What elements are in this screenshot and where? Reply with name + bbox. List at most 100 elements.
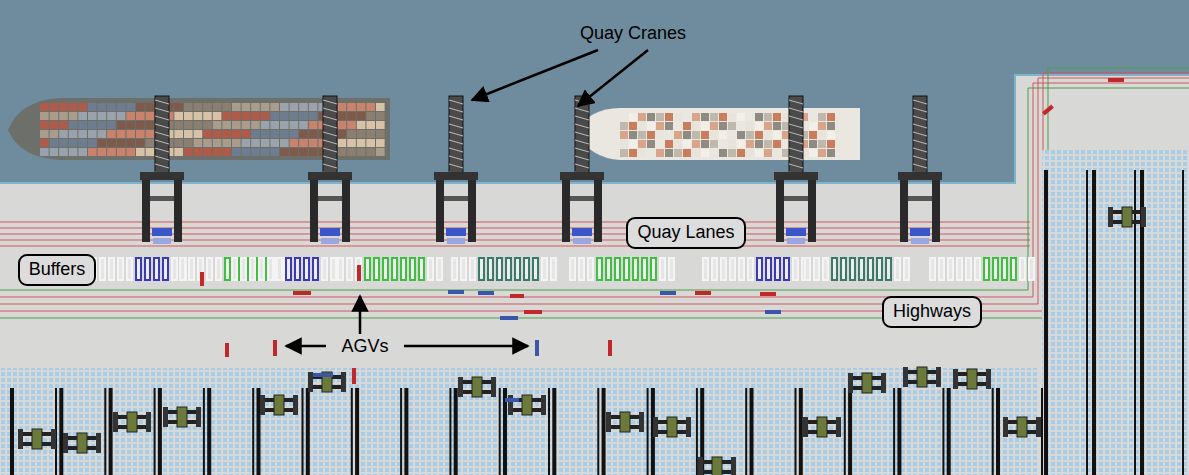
illustration-part xyxy=(251,103,260,111)
illustration-part xyxy=(913,132,927,136)
illustration-part xyxy=(331,258,336,280)
illustration-part xyxy=(784,258,789,280)
illustration-part xyxy=(309,148,318,156)
illustration-part xyxy=(1092,170,1096,475)
illustration-part xyxy=(730,258,735,280)
illustration-part xyxy=(898,172,942,180)
illustration-part xyxy=(347,130,356,138)
illustration-part xyxy=(895,258,900,280)
illustration-part xyxy=(686,417,691,437)
illustration-part xyxy=(629,113,637,121)
illustration-part xyxy=(299,148,308,156)
illustration-part xyxy=(710,113,718,121)
illustration-part xyxy=(449,148,463,152)
illustration-part xyxy=(347,103,356,111)
illustration-part xyxy=(146,148,155,156)
illustration-part xyxy=(669,258,674,280)
illustration-part xyxy=(200,265,781,402)
illustration-part xyxy=(184,130,193,138)
illustration-part xyxy=(50,139,59,147)
illustration-part xyxy=(575,148,589,152)
illustration-part xyxy=(746,122,754,130)
illustration-part xyxy=(261,130,270,138)
illustration-part xyxy=(241,258,246,280)
illustration-part xyxy=(321,238,339,244)
illustration-part xyxy=(773,131,781,139)
illustration-part xyxy=(252,388,254,475)
illustration-part xyxy=(376,130,385,138)
illustration-part xyxy=(69,148,78,156)
illustration-part xyxy=(225,258,230,280)
illustration-part xyxy=(146,139,155,147)
illustration-part xyxy=(827,113,835,121)
illustration-part xyxy=(449,140,463,144)
illustration-part xyxy=(184,139,193,147)
illustration-part xyxy=(461,258,466,280)
illustration-part xyxy=(59,112,68,120)
callout-text: Quay Lanes xyxy=(637,222,734,244)
illustration-part xyxy=(313,258,318,280)
illustration-part xyxy=(1042,105,1054,116)
illustration-part xyxy=(701,122,709,130)
illustration-part xyxy=(309,112,318,120)
illustration-part xyxy=(174,130,183,138)
illustration-part xyxy=(184,148,193,156)
illustration-part xyxy=(728,140,736,148)
illustration-part xyxy=(789,100,803,104)
illustration-part xyxy=(196,407,201,427)
illustration-part xyxy=(323,140,337,144)
illustration-part xyxy=(764,149,772,157)
illustration-part xyxy=(454,388,458,475)
illustration-part xyxy=(98,112,107,120)
illustration-part xyxy=(261,112,270,120)
illustration-part xyxy=(786,228,806,236)
illustration-part xyxy=(69,112,78,120)
illustration-part xyxy=(32,429,42,449)
illustration-part xyxy=(63,433,68,453)
illustration-part xyxy=(695,291,711,295)
illustration-part xyxy=(207,258,212,280)
illustration-part xyxy=(359,296,362,334)
illustration-part xyxy=(0,246,1030,247)
illustration-part xyxy=(458,377,496,397)
illustration-part xyxy=(789,124,803,128)
part-label: Quay Cranes xyxy=(578,23,688,44)
illustration-part xyxy=(270,112,279,120)
illustration-part xyxy=(366,139,375,147)
illustration-part xyxy=(40,121,49,129)
illustration-part xyxy=(82,258,1034,280)
illustration-part xyxy=(109,388,113,475)
illustration-part xyxy=(947,388,951,475)
illustration-part xyxy=(818,131,826,139)
illustration-part xyxy=(293,291,311,295)
illustration-part xyxy=(338,103,347,111)
illustration-part xyxy=(194,130,203,138)
illustration-part xyxy=(795,388,797,475)
illustration-part xyxy=(620,149,628,157)
illustration-part xyxy=(510,294,524,298)
illustration-part xyxy=(113,412,151,432)
illustration-part xyxy=(88,121,97,129)
illustration-part xyxy=(299,103,308,111)
illustration-part xyxy=(948,258,953,280)
illustration-part xyxy=(299,112,308,120)
illustration-part xyxy=(50,103,59,111)
illustration-part xyxy=(155,96,169,176)
illustration-part xyxy=(213,130,222,138)
illustration-part xyxy=(117,103,126,111)
illustration-part xyxy=(88,130,97,138)
illustration-part xyxy=(719,113,727,121)
illustration-part xyxy=(306,388,310,475)
illustration-part xyxy=(150,196,174,201)
illustration-part xyxy=(773,113,781,121)
illustration-part xyxy=(957,258,962,280)
illustration-part xyxy=(290,112,299,120)
illustration-part xyxy=(789,108,803,112)
illustration-part xyxy=(665,113,673,121)
illustration-part xyxy=(575,132,589,136)
illustration-part xyxy=(437,258,442,280)
illustration-part xyxy=(376,121,385,129)
illustration-part xyxy=(18,429,23,449)
illustration-part xyxy=(452,258,457,280)
illustration-part xyxy=(818,122,826,130)
